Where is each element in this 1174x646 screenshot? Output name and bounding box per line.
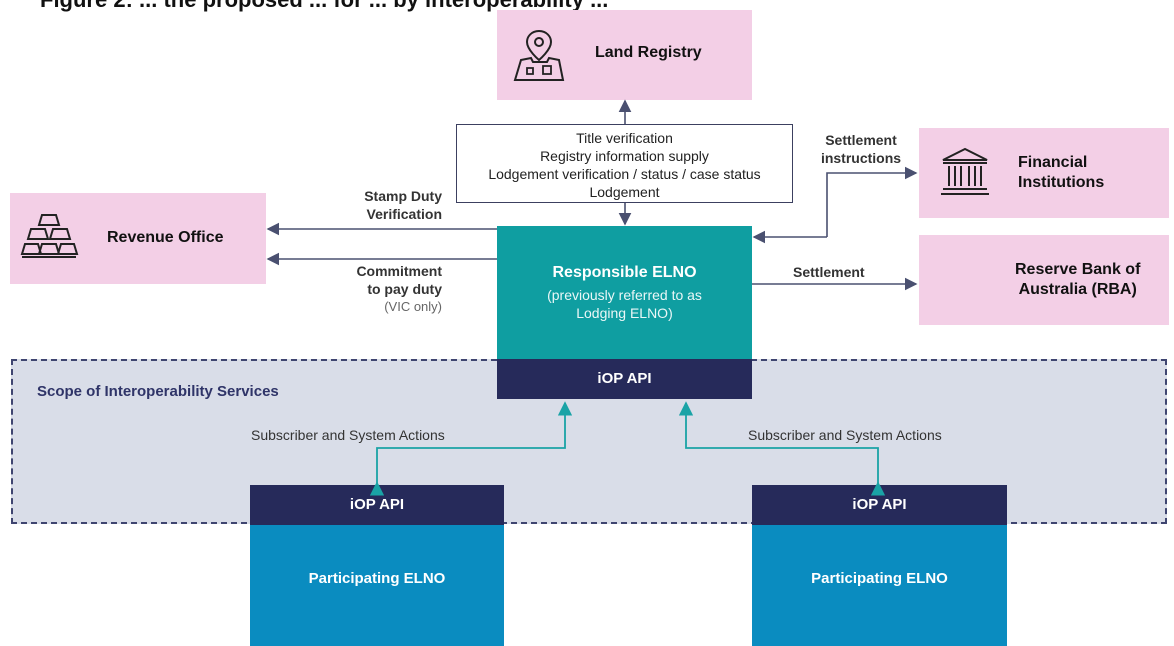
- figure-title: Figure 2: ... the proposed ... for ... b…: [0, 0, 1174, 26]
- fi-line-2: Institutions: [1018, 174, 1105, 191]
- settlement-instructions-label: Settlement instructions: [806, 131, 916, 167]
- revenue-office-box: Revenue Office: [10, 193, 266, 284]
- registry-info-line: Lodgement: [589, 184, 660, 200]
- revenue-office-label: Revenue Office: [107, 229, 224, 246]
- responsible-iop-api: iOP API: [497, 359, 752, 399]
- stamp-duty-line-2: Verification: [366, 206, 442, 222]
- bank-building-icon: [941, 147, 989, 195]
- participating-elno-left: Participating ELNO: [250, 525, 504, 646]
- rba-box: Reserve Bank of Australia (RBA): [919, 235, 1169, 325]
- subscriber-actions-label-right: Subscriber and System Actions: [748, 427, 942, 443]
- registry-info-line: Registry information supply: [540, 148, 709, 164]
- financial-institutions-label: Financial Institutions: [1018, 153, 1104, 193]
- location-map-icon: [513, 29, 565, 81]
- commitment-line-1: Commitment: [356, 263, 442, 279]
- commitment-label: Commitment to pay duty (VIC only): [322, 262, 442, 316]
- responsible-elno-box: Responsible ELNO (previously referred to…: [497, 226, 752, 359]
- registry-info-line: Title verification: [576, 130, 673, 146]
- stamp-duty-label: Stamp Duty Verification: [322, 187, 442, 223]
- participating-elno-right: Participating ELNO: [752, 525, 1007, 646]
- subscriber-actions-label-left: Subscriber and System Actions: [251, 427, 445, 443]
- vic-only-note: (VIC only): [384, 299, 442, 314]
- financial-institutions-box: Financial Institutions: [919, 128, 1169, 218]
- arrow-to-financial-institutions: [826, 166, 918, 237]
- registry-info-line: Lodgement verification / status / case s…: [488, 166, 761, 182]
- land-registry-box: Land Registry: [497, 10, 752, 100]
- responsible-elno-note: (previously referred to as Lodging ELNO): [497, 286, 752, 322]
- settlement-label: Settlement: [793, 264, 865, 280]
- si-line-1: Settlement: [825, 132, 897, 148]
- note-line-2: Lodging ELNO): [576, 305, 673, 321]
- si-line-2: instructions: [820, 150, 902, 166]
- connector-left-iop: [369, 401, 573, 496]
- fi-line-1: Financial: [1018, 154, 1088, 171]
- land-registry-label: Land Registry: [595, 44, 702, 61]
- rba-line-2: Australia (RBA): [1018, 281, 1137, 298]
- gold-bars-icon: [20, 214, 79, 258]
- stamp-duty-line-1: Stamp Duty: [364, 188, 442, 204]
- registry-info-box: Title verification Registry information …: [456, 124, 793, 203]
- scope-label: Scope of Interoperability Services: [37, 383, 279, 400]
- rba-line-1: Reserve Bank of: [1015, 261, 1141, 278]
- rba-label: Reserve Bank of Australia (RBA): [1015, 260, 1140, 300]
- commitment-line-2: to pay duty: [367, 281, 442, 297]
- note-line-1: (previously referred to as: [547, 287, 702, 303]
- responsible-elno-label: Responsible ELNO: [552, 264, 697, 281]
- connector-right-iop: [678, 401, 886, 496]
